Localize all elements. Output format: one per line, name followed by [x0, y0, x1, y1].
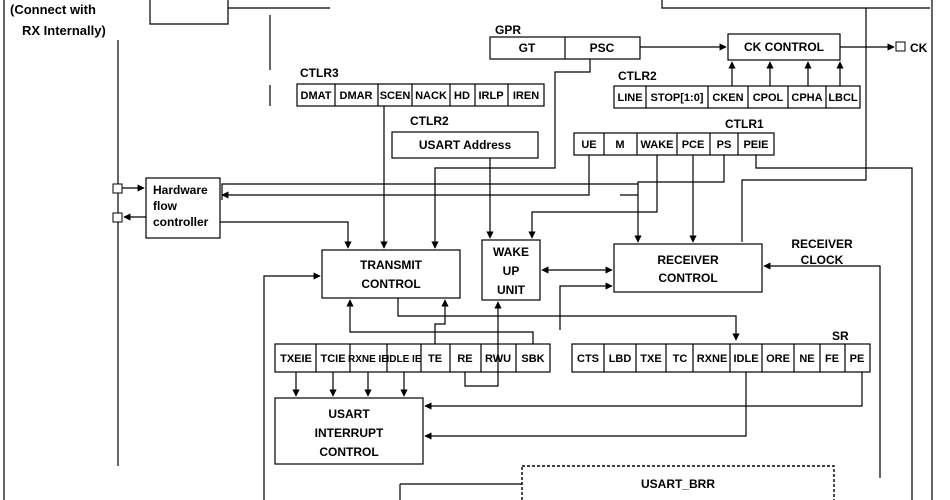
sr-cell-fe: FE	[825, 353, 839, 365]
transmit-line-1: TRANSMIT	[360, 258, 423, 272]
ctlr2-cell-cpol: CPOL	[753, 92, 784, 104]
ctlr2-cell-lbcl: LBCL	[828, 92, 858, 104]
ctlr2-cell-line: LINE	[617, 92, 642, 104]
ctlr3-register	[296, 83, 545, 107]
transmit-line-2: CONTROL	[361, 277, 420, 291]
ctlr2-top-register	[613, 85, 861, 109]
wakeup-line-3: UNIT	[497, 283, 526, 297]
ctlr1-cell-m: M	[615, 139, 624, 151]
interrupt-line-2: INTERRUPT	[315, 426, 384, 440]
note-line-2: RX Internally)	[22, 23, 106, 38]
sr-cells: CTS LBD TXE TC RXNE IDLE ORE NE FE PE	[577, 344, 864, 372]
transmit-control-block	[321, 249, 461, 299]
cts-pin	[112, 183, 123, 194]
sr-label: SR	[832, 329, 849, 343]
hardware-flow-controller	[145, 177, 221, 239]
ctlr1-cell-peie: PEIE	[743, 139, 768, 151]
ctlr1b-cell-sbk: SBK	[521, 353, 544, 365]
ctlr3-label: CTLR3	[300, 66, 339, 80]
sr-cell-ore: ORE	[766, 353, 790, 365]
ctlr3-cell-iren: IREN	[513, 90, 539, 102]
ctlr2-cell-cpha: CPHA	[791, 92, 822, 104]
ctlr1-cell-ps: PS	[717, 139, 732, 151]
ctlr2-to-ck-arrows	[728, 61, 844, 86]
receiver-clock-line-2: CLOCK	[801, 253, 844, 267]
wakeup-line-2: UP	[503, 264, 520, 278]
ctlr1b-cell-tcie: TCIE	[320, 353, 345, 365]
sr-cell-ne: NE	[799, 353, 814, 365]
ctlr1b-cell-txeie: TXEIE	[280, 353, 312, 365]
sr-to-interrupt-wiring	[424, 372, 863, 440]
usart-interrupt-control-block	[274, 397, 424, 465]
hw-flow-line-3: controller	[153, 215, 209, 229]
ctlr3-cell-hd: HD	[454, 90, 470, 102]
ctlr1-bottom-register	[274, 343, 551, 373]
usart-brr-label: USART_BRR	[641, 477, 715, 491]
ck-control-label: CK CONTROL	[744, 40, 824, 54]
interrupt-line-1: USART	[328, 407, 370, 421]
ctlr1-bottom-cells: TXEIE TCIE RXNE IE IDLE IE TE RE RWU SBK	[280, 344, 545, 372]
ctlr1b-cell-re: RE	[457, 353, 472, 365]
interrupt-line-3: CONTROL	[319, 445, 378, 459]
ctlr3-cell-nack: NACK	[415, 90, 447, 102]
ctlr1b-cell-te: TE	[428, 353, 442, 365]
ctlr3-cell-dmat: DMAT	[301, 90, 332, 102]
ctlr2-top-cells: LINE STOP[1:0] CKEN CPOL CPHA LBCL	[617, 86, 858, 108]
wakeup-line-1: WAKE	[493, 245, 529, 259]
gpr-cell-psc: PSC	[590, 41, 615, 55]
usart-address-text: USART Address	[419, 138, 512, 152]
sr-cell-lbd: LBD	[609, 353, 632, 365]
wire-top-right	[661, 0, 930, 9]
sr-cell-rxne: RXNE	[697, 353, 728, 365]
hw-flow-line-2: flow	[153, 199, 178, 213]
receiver-clock-line-1: RECEIVER	[791, 237, 853, 251]
ctlr1-cell-pce: PCE	[682, 139, 705, 151]
hw-flow-line-1: Hardware	[153, 183, 208, 197]
receiver-line-2: CONTROL	[658, 271, 717, 285]
gpr-cell-gt: GT	[519, 41, 536, 55]
rts-pin	[112, 212, 123, 223]
receiver-line-1: RECEIVER	[657, 253, 719, 267]
ctlr2-cell-stop: STOP[1:0]	[651, 92, 704, 104]
sr-cell-txe: TXE	[640, 353, 661, 365]
ctlr3-cell-dmar: DMAR	[340, 90, 373, 102]
ctlr1-cell-wake: WAKE	[641, 139, 674, 151]
ctlr1-cell-ue: UE	[581, 139, 596, 151]
top-block-left-outline	[149, 0, 229, 25]
receiver-control-block	[613, 243, 763, 293]
note-line-1: (Connect with	[10, 2, 96, 17]
control-wiring	[220, 8, 913, 500]
ctlr1b-cell-rxneie: RXNE IE	[348, 354, 388, 365]
gpr-label: GPR	[495, 23, 521, 37]
sr-cell-idle: IDLE	[733, 353, 758, 365]
ctlr2-top-label: CTLR2	[618, 69, 657, 83]
ctlr3-cell-irlp: IRLP	[478, 90, 503, 102]
ctlr2-addr-label: CTLR2	[410, 114, 449, 128]
usart-address-block	[391, 131, 539, 159]
ctlr1-top-label: CTLR1	[725, 117, 764, 131]
sr-cell-tc: TC	[673, 353, 688, 365]
wakeup-unit-block	[481, 239, 541, 301]
sr-cell-cts: CTS	[577, 353, 599, 365]
ctlr1-top-register	[573, 132, 775, 156]
sr-cell-pe: PE	[850, 353, 865, 365]
ctlr1-bottom-wiring	[292, 299, 534, 397]
ctlr1b-cell-idleie: IDLE IE	[386, 354, 421, 365]
ctlr2-cell-cken: CKEN	[712, 92, 743, 104]
ctlr3-cells: DMAT DMAR SCEN NACK HD IRLP IREN	[301, 84, 539, 106]
ck-pin	[895, 41, 906, 52]
ctlr1-top-cells: UE M WAKE PCE PS PEIE	[581, 133, 769, 155]
ck-control-block	[727, 33, 841, 61]
usart-brr-block	[521, 465, 835, 500]
ctlr3-cell-scen: SCEN	[380, 90, 411, 102]
ck-pin-label: CK	[910, 41, 928, 55]
